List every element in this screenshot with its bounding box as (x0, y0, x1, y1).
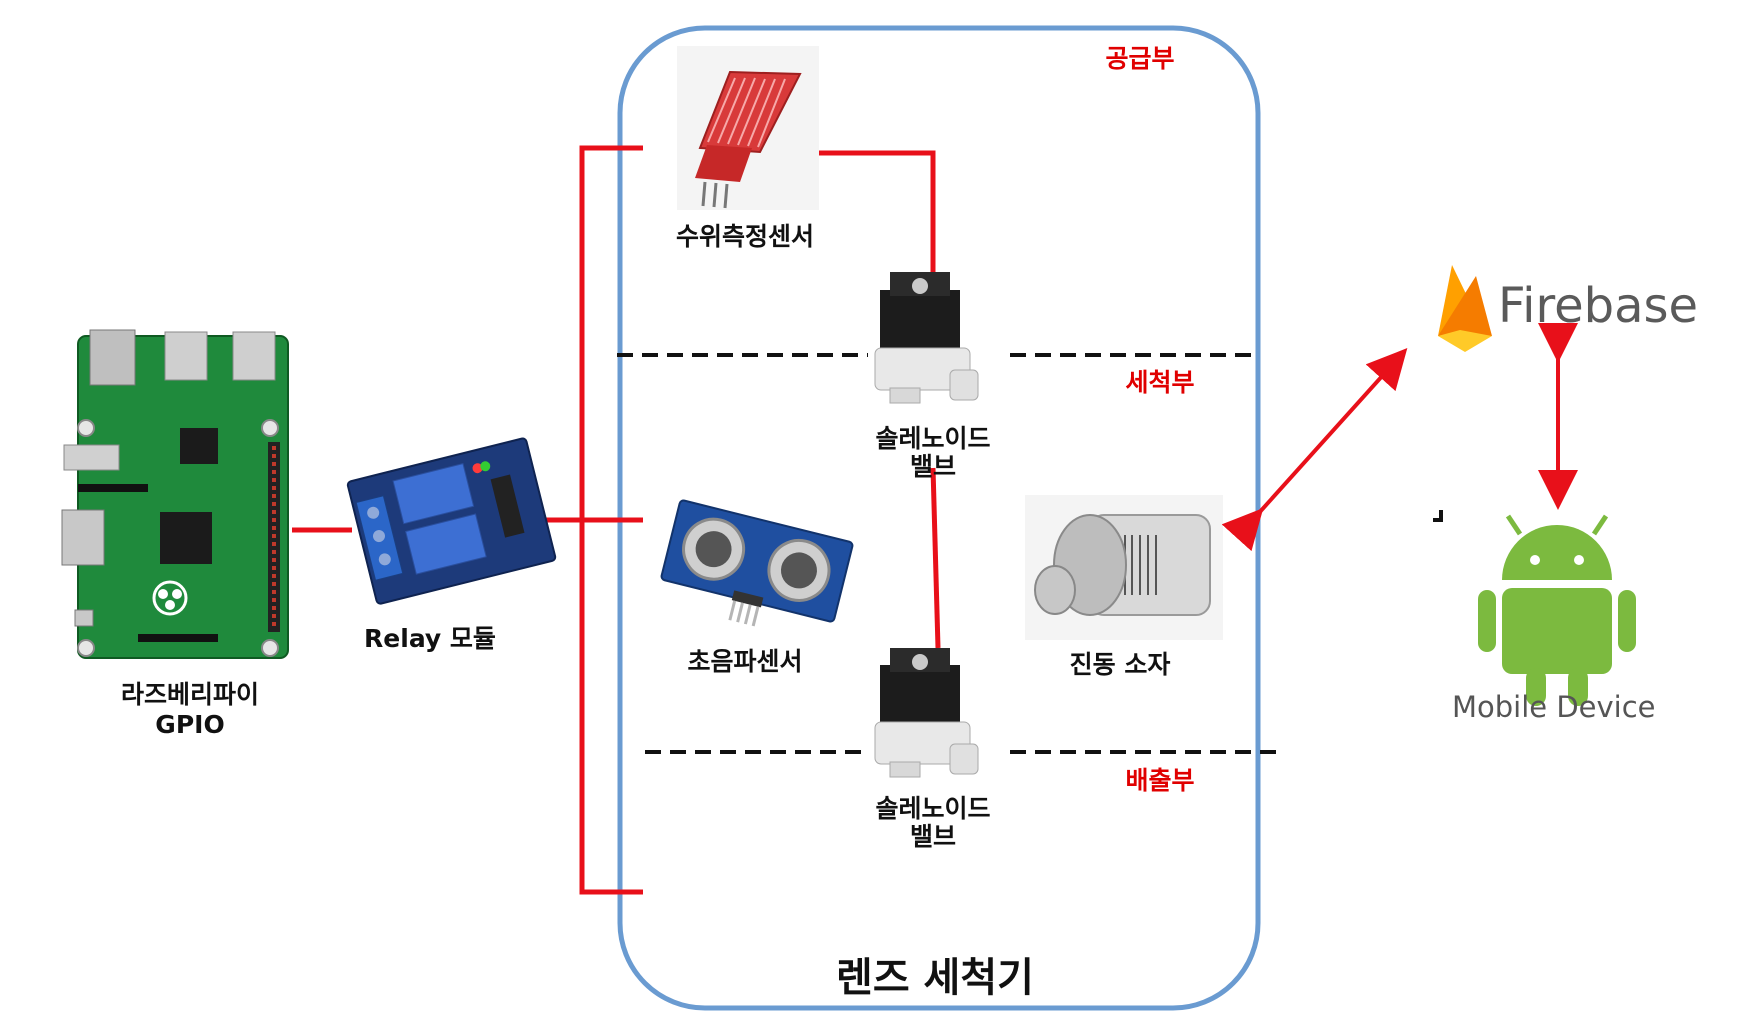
solenoid-valve-top (874, 272, 979, 404)
ultrasonic-sensor (660, 499, 854, 627)
valve-top-label-line1: 솔레노이드 (875, 424, 991, 453)
water-sensor-label: 수위측정센서 (675, 222, 814, 251)
wash-section-label: 세척부 (1125, 368, 1195, 397)
vibration-motor (1025, 495, 1223, 640)
device-title: 렌즈 세척기 (836, 955, 1034, 1001)
arrow-device-firebase (1221, 348, 1408, 552)
ultrasonic-sensor-label: 초음파센서 (687, 647, 803, 676)
mobile-device-label: Mobile Device (1452, 690, 1656, 724)
supply-section-label: 공급부 (1105, 44, 1175, 73)
valve-bottom-label-line1: 솔레노이드 (875, 794, 991, 823)
firebase-logo-icon (1438, 265, 1492, 352)
gpio-label: GPIO (155, 710, 225, 739)
water-level-sensor (677, 46, 819, 210)
vibration-motor-label: 진동 소자 (1069, 650, 1171, 679)
relay-module (346, 437, 557, 605)
firebase-label: Firebase (1498, 278, 1699, 334)
valve-top-label-line2: 밸브 (909, 452, 956, 481)
drain-section-label: 배출부 (1125, 766, 1195, 795)
android-icon (1478, 514, 1636, 706)
solenoid-valve-bottom (874, 648, 979, 778)
corner-mark (1433, 510, 1443, 522)
raspberry-pi-board (61, 329, 289, 659)
valve-bottom-label-line2: 밸브 (909, 822, 956, 851)
relay-module-label: Relay 모듈 (364, 624, 496, 653)
rpi-label: 라즈베리파이 (120, 680, 259, 709)
